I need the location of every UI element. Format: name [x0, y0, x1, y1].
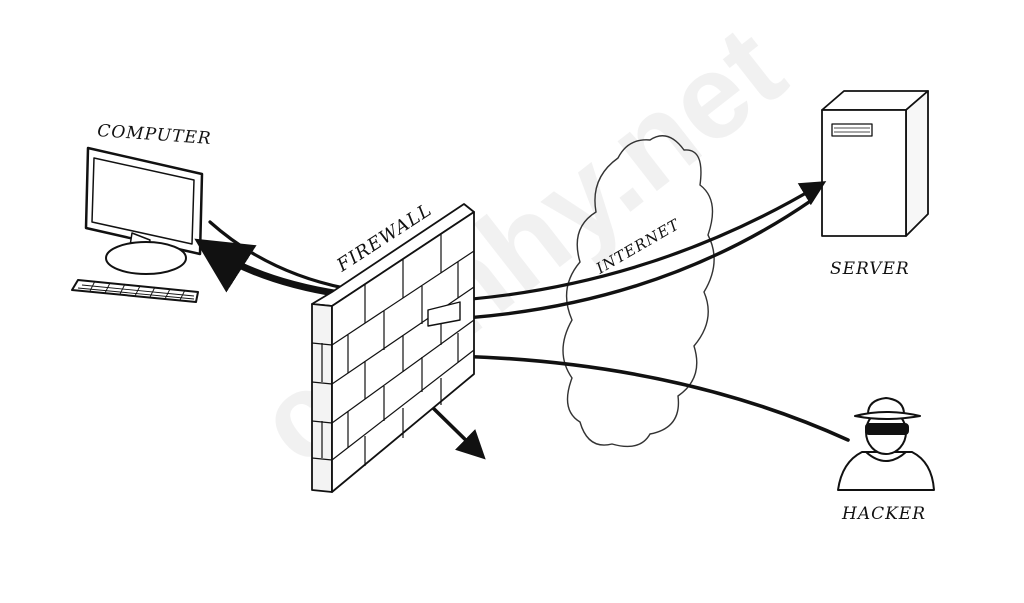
allowed-traffic-arrow	[194, 238, 344, 298]
hacker-label: HACKER	[841, 504, 926, 524]
server-label: SERVER	[830, 259, 910, 279]
server-icon	[821, 90, 929, 237]
hacker-icon	[837, 397, 935, 491]
computer-icon	[71, 146, 204, 303]
server-traffic-arrow	[428, 181, 827, 304]
computer-label: COMPUTER	[97, 121, 212, 149]
firewall-wall-icon	[311, 203, 475, 493]
